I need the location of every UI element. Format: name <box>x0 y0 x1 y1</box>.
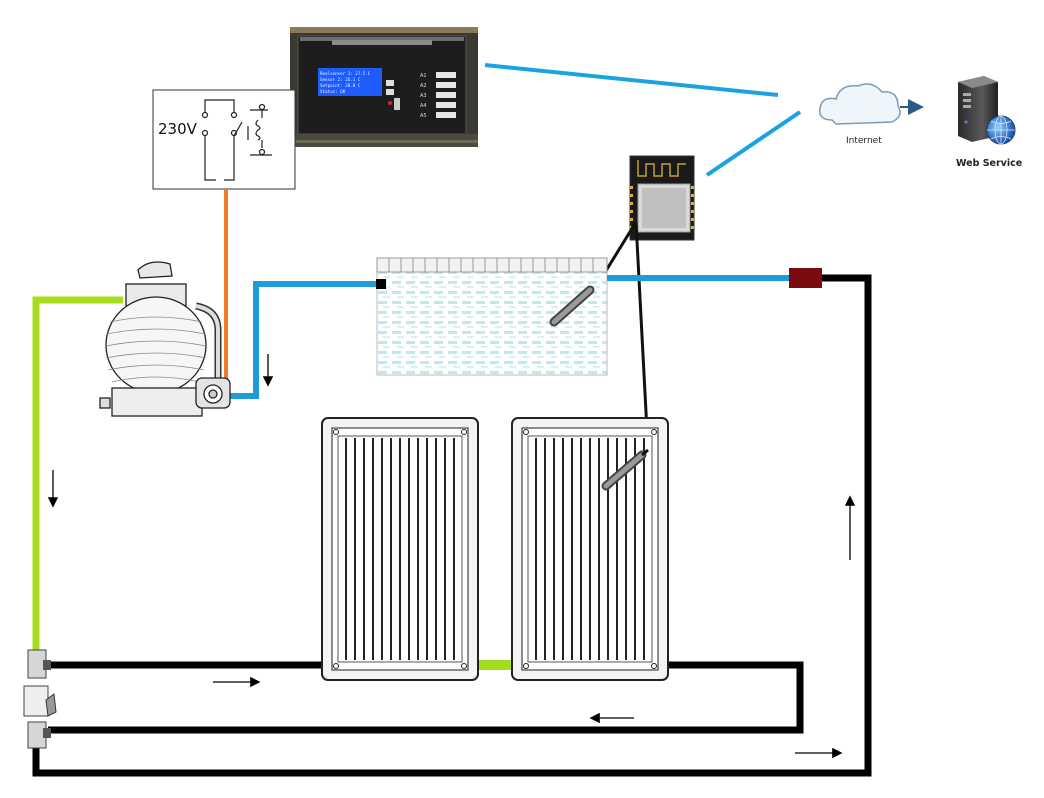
channel-label-2: A2 <box>420 83 427 89</box>
web-service-label: Web Service <box>956 158 1022 169</box>
pump-filter-icon <box>99 261 231 417</box>
status-led-icon <box>388 101 392 105</box>
panel-button-down[interactable] <box>386 89 394 95</box>
voltage-label: 230V <box>158 120 198 138</box>
wifi-module-icon <box>629 155 695 241</box>
network-link-controller-cloud <box>484 63 779 97</box>
relay-box: 230V <box>152 89 296 190</box>
channel-label-5: A5 <box>420 113 427 119</box>
channel-label-1: A1 <box>420 73 427 79</box>
collector-outlet-pipe <box>48 661 804 734</box>
lcd-line-3: Setpoint: 28.0 C <box>320 83 361 88</box>
channel-label-3: A3 <box>420 93 427 99</box>
pool-basin <box>376 257 608 376</box>
temperature-probe-icon <box>549 285 595 327</box>
collector-return-pipe <box>32 274 872 777</box>
lcd-line-2: Sensor 2: 26.1 C <box>320 77 361 82</box>
temperature-probe-icon-3 <box>601 448 649 491</box>
valve-block <box>789 268 822 288</box>
controller-panel: Realsensor 1: 27.5 C Sensor 2: 26.1 C Se… <box>290 27 478 147</box>
cloud-icon <box>819 83 924 125</box>
suction-pipe <box>32 296 123 652</box>
relay-icon <box>201 99 272 181</box>
lcd-display <box>318 68 382 96</box>
lcd-line-1: Realsensor 1: 27.5 C <box>320 71 371 76</box>
channel-label-4: A4 <box>420 103 427 109</box>
panel-switch[interactable] <box>394 98 400 110</box>
internet-label: Internet <box>846 136 882 146</box>
sensor-wire-2 <box>634 221 650 451</box>
solar-collector-1 <box>321 417 479 681</box>
channel-list: A1 A2 A3 A4 A5 <box>420 72 456 119</box>
panel-button-up[interactable] <box>386 80 394 86</box>
flow-arrow-icon <box>47 354 856 759</box>
network-link-wifi-cloud <box>705 110 802 177</box>
three-way-valve <box>23 649 57 749</box>
pool-inlet-pipe <box>228 281 380 399</box>
lcd-line-4: Status: OK <box>320 89 346 94</box>
globe-icon <box>986 115 1016 145</box>
